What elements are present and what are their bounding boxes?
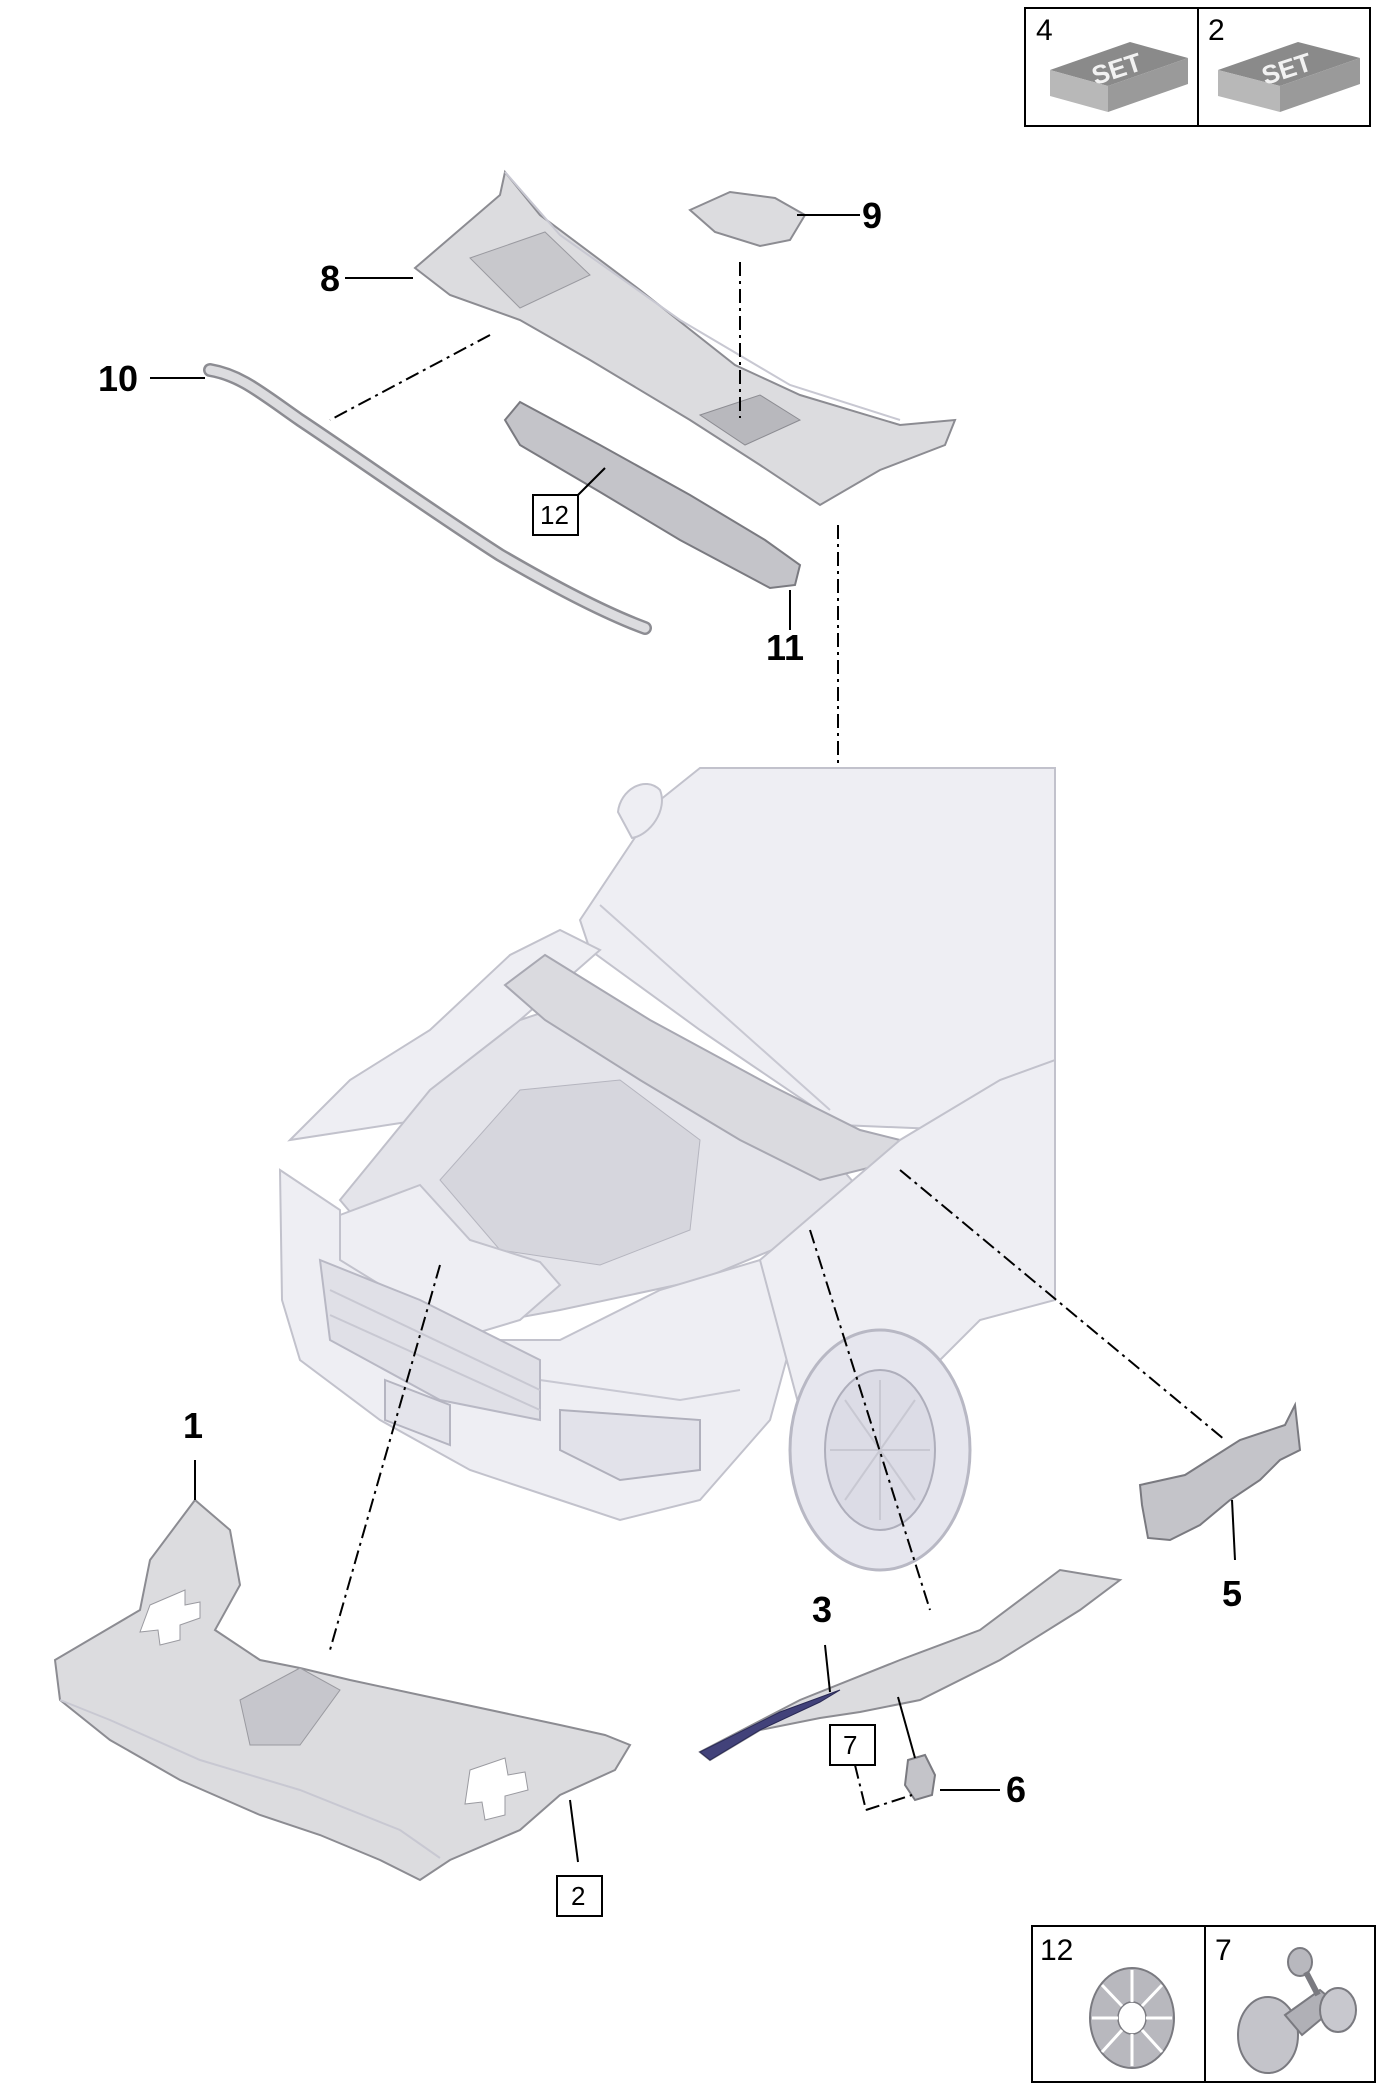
part-5-side-bracket (1138, 1401, 1302, 1542)
boxed-12: 12 (540, 500, 569, 530)
boxed-2: 2 (571, 1881, 585, 1911)
boxed-7: 7 (843, 1730, 857, 1760)
part-9-cover-cap (688, 190, 807, 248)
part-6-clip (903, 1753, 937, 1802)
callout-1: 1 (183, 1405, 203, 1446)
set-box-2: 2 SET (1208, 14, 1360, 112)
callout-8: 8 (320, 258, 340, 299)
part-10-seal-strip (203, 363, 652, 635)
callout-5: 5 (1222, 1573, 1242, 1614)
fastener-7-num: 7 (1215, 1934, 1232, 1967)
callout-3: 3 (812, 1589, 832, 1630)
vehicle-front-illustration (278, 767, 1056, 1572)
callout-9: 9 (862, 195, 882, 236)
fastener-legend: 12 7 (1031, 1925, 1376, 2083)
part-11-bracket (503, 400, 802, 590)
set-legend: 4 SET 2 SET (1024, 7, 1371, 127)
part-8-cowl-panel (413, 169, 957, 507)
clip-nut-icon (1089, 1967, 1175, 2069)
part-1-engine-cover (53, 1498, 632, 1882)
set-block-icon: SET (1218, 42, 1360, 112)
set-block-icon: SET (1050, 42, 1188, 112)
callout-6: 6 (1006, 1769, 1026, 1810)
fastener-box-12: 12 (1040, 1934, 1175, 2069)
fastener-12-num: 12 (1040, 1934, 1073, 1967)
push-rivet-icon (1237, 1947, 1357, 2074)
set-box-2-count: 2 (1208, 14, 1225, 47)
set-box-1: 4 SET (1036, 14, 1188, 112)
callout-11: 11 (766, 627, 804, 668)
part-3-side-trim (698, 1568, 1123, 1762)
fastener-box-7: 7 (1215, 1934, 1357, 2074)
callout-10: 10 (98, 358, 138, 399)
set-box-1-count: 4 (1036, 14, 1053, 47)
